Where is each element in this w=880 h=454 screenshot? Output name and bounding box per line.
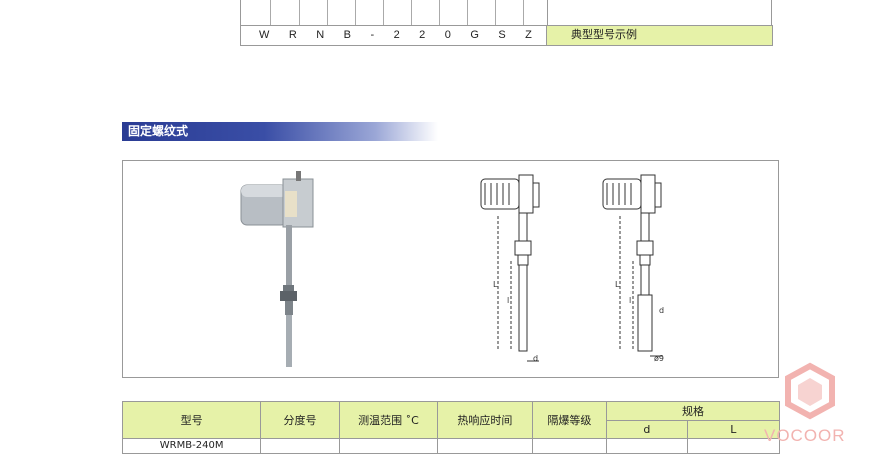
col-graduation: 分度号 [260,401,340,439]
product-figure: L l d L l d ø9 [240,171,664,367]
model-code: Z [525,29,532,41]
section-title: 固定螺纹式 [122,122,438,141]
model-code-grid [240,0,772,26]
model-code: N [316,29,325,41]
model-codes: W R N B - 2 2 0 G S Z [241,26,547,45]
dim-label-l: l [629,296,631,305]
col-spec: 规格 [606,401,780,421]
dim-label-d: d [533,354,538,363]
model-code: 0 [444,29,451,41]
model-code: 2 [393,29,400,41]
table-cell [338,438,439,454]
product-figure-panel: L l d L l d ø9 [122,160,779,378]
model-code: B [343,29,351,41]
model-code: 2 [419,29,426,41]
dim-label-l: l [507,296,509,305]
vocoor-logo-icon [785,362,835,420]
table-cell [531,438,608,454]
col-response: 热响应时间 [437,401,533,439]
model-code: S [498,29,506,41]
dim-label-L: L [493,280,498,289]
model-code: R [288,29,297,41]
product-photo [240,171,314,367]
brand-name: VOCOOR [764,426,846,445]
dimension-drawing-1 [480,174,540,362]
model-code: G [470,29,479,41]
table-cell [260,438,340,454]
dim-label-L: L [615,280,620,289]
model-example-strip: W R N B - 2 2 0 G S Z 典型型号示例 [240,0,773,46]
model-code: W [259,29,270,41]
dimension-drawing-2 [602,174,663,357]
table-cell-model: WRMB-240M [121,438,262,454]
dim-label-d: d [659,306,664,315]
table-cell [606,438,688,454]
table-cell [437,438,533,454]
spec-table: 型号 分度号 测温范围 ˚C 热响应时间 隔爆等级 规格 d L WRMB-24… [121,401,781,454]
model-example-label: 典型型号示例 [547,26,772,45]
col-range: 测温范围 ˚C [338,401,439,439]
model-code: - [370,29,375,41]
col-model: 型号 [121,401,262,439]
col-explosion: 隔爆等级 [531,401,608,439]
dim-label-phi: ø9 [654,354,664,363]
model-example-row: W R N B - 2 2 0 G S Z 典型型号示例 [240,25,773,46]
col-spec-d: d [606,419,688,439]
